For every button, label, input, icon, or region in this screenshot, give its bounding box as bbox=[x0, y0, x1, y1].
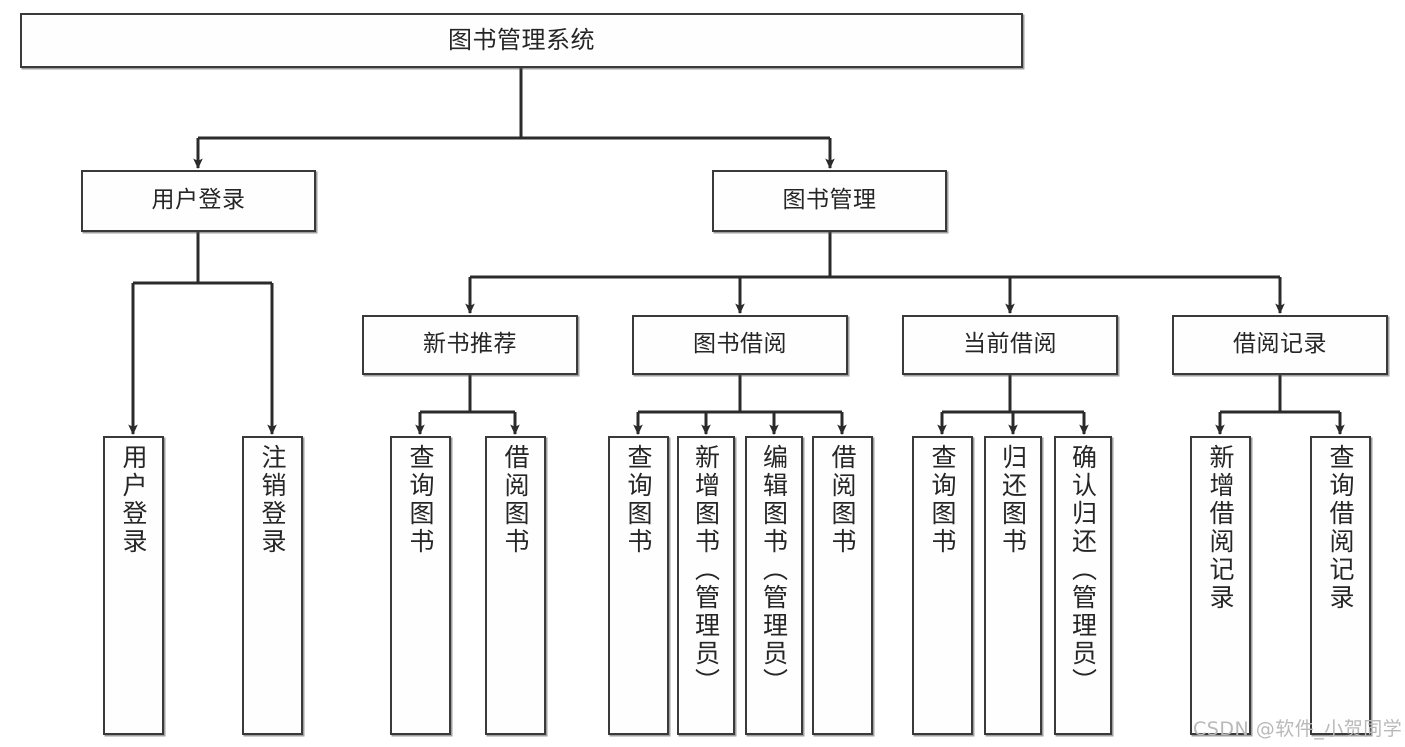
node-label: 用户登录 bbox=[151, 187, 246, 214]
node-label: 新书推荐 bbox=[423, 331, 517, 358]
node-leaf-add-book-admin[interactable]: 新增图书（管理员） bbox=[677, 436, 735, 735]
node-leaf-query-book-current[interactable]: 查询图书 bbox=[912, 436, 973, 735]
node-leaf-query-book-borrow[interactable]: 查询图书 bbox=[608, 436, 669, 735]
node-new-book-recommend[interactable]: 新书推荐 bbox=[362, 315, 578, 375]
node-borrow-record[interactable]: 借阅记录 bbox=[1172, 315, 1388, 375]
node-leaf-confirm-return-admin[interactable]: 确认归还（管理员） bbox=[1054, 436, 1112, 735]
node-leaf-edit-book-admin[interactable]: 编辑图书（管理员） bbox=[745, 436, 803, 735]
node-label: 查询图书 bbox=[928, 444, 957, 556]
node-label: 归还图书 bbox=[998, 444, 1028, 556]
node-leaf-borrow-book[interactable]: 借阅图书 bbox=[812, 436, 873, 735]
node-leaf-add-borrow-record[interactable]: 新增借阅记录 bbox=[1190, 436, 1251, 735]
node-label: 注销登录 bbox=[258, 444, 287, 556]
node-label: 查询图书 bbox=[406, 444, 435, 556]
node-label: 当前借阅 bbox=[963, 331, 1057, 358]
node-label: 确认归还（管理员） bbox=[1068, 444, 1098, 696]
node-book-borrow[interactable]: 图书借阅 bbox=[632, 315, 848, 375]
node-leaf-logout[interactable]: 注销登录 bbox=[242, 436, 303, 735]
node-label: 借阅图书 bbox=[828, 444, 857, 556]
node-label: 图书管理 bbox=[782, 187, 877, 214]
node-leaf-query-book-recommend[interactable]: 查询图书 bbox=[390, 436, 451, 735]
node-leaf-query-borrow-record[interactable]: 查询借阅记录 bbox=[1310, 436, 1371, 735]
node-label: 图书借阅 bbox=[693, 331, 787, 358]
node-label: 借阅记录 bbox=[1233, 331, 1327, 358]
node-root-book-management-system[interactable]: 图书管理系统 bbox=[20, 13, 1023, 68]
node-label: 借阅图书 bbox=[501, 444, 530, 556]
node-leaf-borrow-book-recommend[interactable]: 借阅图书 bbox=[485, 436, 546, 735]
node-label: 新增图书（管理员） bbox=[691, 444, 721, 696]
node-label: 编辑图书（管理员） bbox=[759, 444, 789, 696]
node-book-management[interactable]: 图书管理 bbox=[712, 170, 947, 232]
node-label: 新增借阅记录 bbox=[1206, 444, 1235, 612]
node-label: 用户登录 bbox=[119, 444, 148, 556]
node-label: 查询借阅记录 bbox=[1326, 444, 1355, 612]
node-label: 图书管理系统 bbox=[448, 26, 595, 55]
node-current-borrow[interactable]: 当前借阅 bbox=[902, 315, 1118, 375]
node-label: 查询图书 bbox=[624, 444, 653, 556]
node-user-login[interactable]: 用户登录 bbox=[81, 170, 316, 232]
node-leaf-return-book[interactable]: 归还图书 bbox=[984, 436, 1042, 735]
node-leaf-user-login[interactable]: 用户登录 bbox=[103, 436, 164, 735]
